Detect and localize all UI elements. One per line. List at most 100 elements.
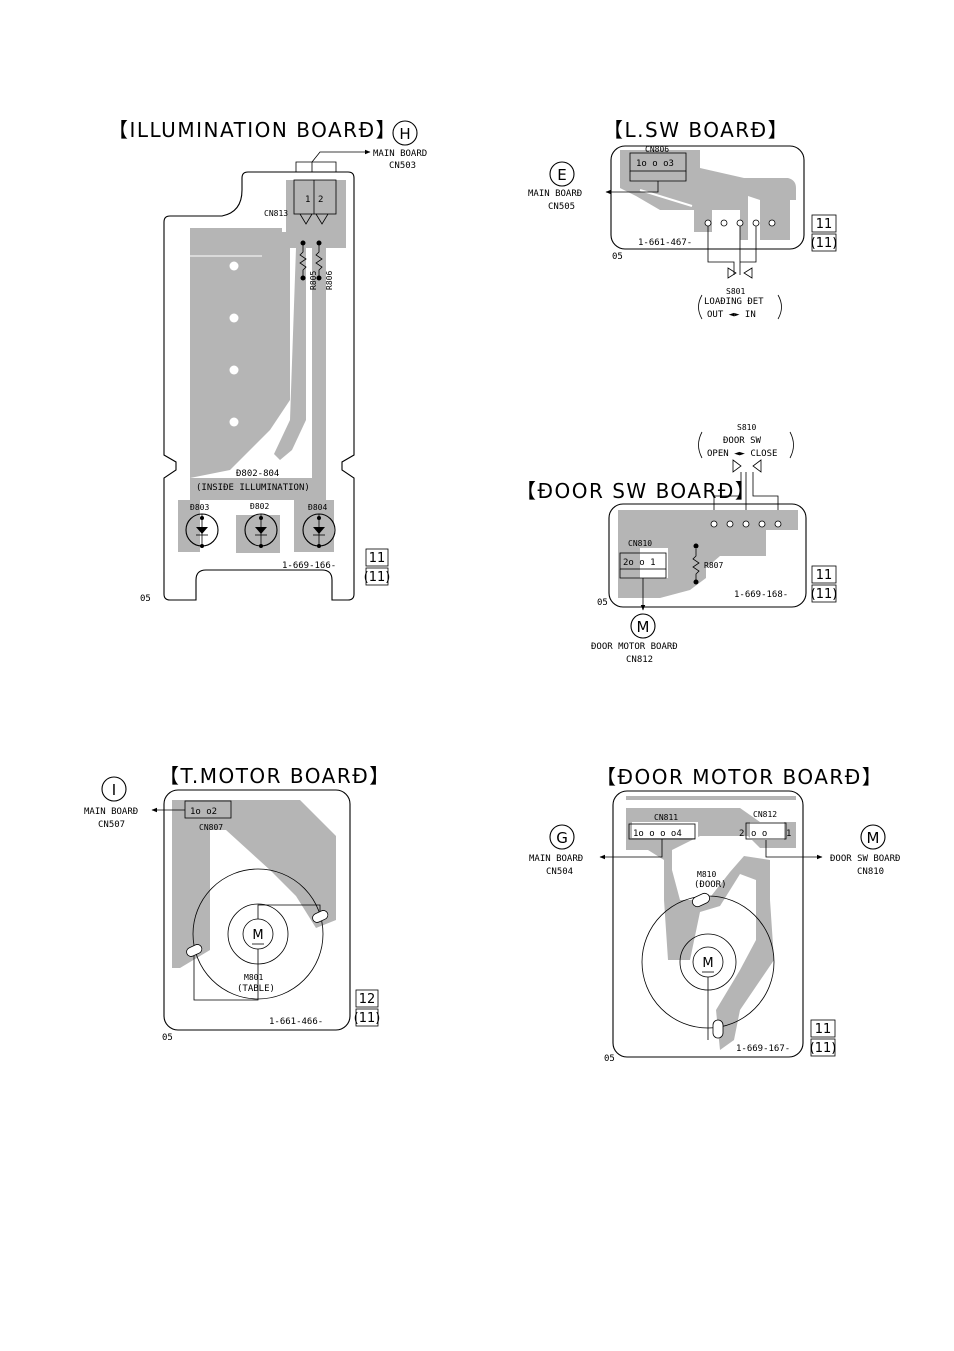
illumination-hole-3: [229, 365, 239, 375]
door-motor-trace-main: [626, 808, 796, 1050]
r807-pad-top: [693, 543, 699, 549]
s801-parens: [698, 294, 782, 320]
door-motor-board-title: 【ÐOOR MOTOR BOARÐ】: [596, 765, 883, 789]
cn812-pad-bg: [750, 822, 784, 840]
illumination-box-bottom-text: (11): [364, 570, 391, 585]
led-group-label: Ð802-804: [236, 469, 279, 479]
m810-symbol: M: [702, 956, 713, 971]
r807-pad-bottom: [693, 579, 699, 585]
r806-resistor: [315, 245, 323, 276]
s801-desc: LOAÐING ÐET: [704, 297, 764, 307]
ref-circle-m-door-sw: [630, 613, 656, 639]
illumination-board-title: 【ILLUMINATION BOARÐ】: [108, 118, 397, 142]
ref-letter-m-door-sw: M: [637, 618, 650, 636]
cn811-pins: 1o o o o4: [633, 829, 682, 839]
cn807-label: CN807: [199, 823, 223, 832]
door-sw-dest-conn: CN812: [626, 655, 653, 665]
led-d802-label: Ð802: [250, 502, 269, 511]
cn811-pad-bg: [632, 822, 698, 838]
m810-pad-top: [691, 892, 711, 908]
tmotor-board-outline: [163, 789, 351, 1031]
ref-letter-i: I: [112, 781, 116, 799]
s801-dir: OUT ◄► IN: [707, 310, 756, 320]
cn806-pins: 1o o o3: [636, 159, 674, 169]
door-motor-board-outline: [612, 790, 804, 1058]
cn812-pin-right: 1: [786, 829, 791, 839]
door-motor-left-board: MAIN BOARÐ: [529, 854, 583, 864]
r806-pad-bottom: [316, 275, 322, 281]
lsw-dest-arrow: [605, 181, 659, 195]
door-motor-box-top-text: 11: [815, 1022, 832, 1037]
r807-resistor: [692, 549, 700, 580]
ref-circle-g: [549, 824, 575, 850]
illumination-trace-r2: [312, 248, 326, 520]
lsw-pad-3: [736, 219, 744, 227]
lsw-part-no: 1-661-467-: [638, 238, 692, 248]
door-sw-trace-pad: [728, 536, 752, 556]
ref-letter-m-door-motor: M: [867, 829, 880, 847]
ref-circle-i: [101, 776, 127, 802]
door-motor-left-conn: CN504: [546, 867, 573, 877]
s801-label: S801: [726, 287, 745, 296]
m801-symbol: M: [252, 928, 263, 943]
lsw-board-title: 【L.SW BOARÐ】: [603, 118, 789, 142]
illumination-board-outline: [163, 171, 355, 601]
led-d803: [185, 513, 219, 548]
m801-label: M801: [244, 973, 263, 982]
tmotor-box-top: [355, 989, 379, 1008]
illumination-box-top: [365, 548, 389, 567]
door-sw-board-title: 【ÐOOR SW BOARÐ】: [516, 479, 756, 503]
m801-lead-bottom: [193, 949, 259, 1001]
tmotor-dest-conn: CN507: [98, 820, 125, 830]
lsw-board-outline: [610, 145, 805, 250]
tmotor-box-bottom-text: (11): [354, 1011, 381, 1026]
lsw-pad-5: [768, 219, 776, 227]
door-sw-box-bottom-text: (11): [811, 587, 838, 602]
illumination-trace-r1: [274, 248, 306, 460]
door-sw-pad-3: [742, 520, 750, 528]
r806-label: R806: [325, 271, 334, 290]
led-group-desc: (INSIÐE ILLUMINATION): [196, 483, 310, 493]
illumination-box-bottom: [365, 567, 389, 586]
cn811-label: CN811: [654, 813, 678, 822]
lsw-board: 【L.SW BOARÐ】 CN806 1o o o3 E MAIN BOARÐ …: [528, 118, 837, 320]
m810-label: M810: [697, 870, 716, 879]
door-sw-trace-cut: [640, 548, 668, 578]
cn806-label: CN806: [645, 145, 669, 154]
lsw-pad-4: [752, 219, 760, 227]
lsw-dest-board: MAIN BOARÐ: [528, 189, 582, 199]
m801-pad-left: [186, 944, 203, 957]
illumination-dest-board: MAIN BOARD: [373, 149, 427, 159]
tmotor-board-title: 【T.MOTOR BOARÐ】: [159, 764, 391, 788]
door-sw-part-no: 1-669-168-: [734, 590, 788, 600]
lsw-trace-pad: [694, 196, 712, 232]
cn807-pins: 1o o2: [190, 807, 217, 817]
lsw-switch-leads: [707, 226, 757, 275]
s810-label: S810: [737, 423, 756, 432]
ref-circle-m-door-motor: [860, 824, 886, 850]
door-motor-right-board: ÐOOR SW BOARÐ: [830, 854, 900, 864]
ref-letter-g: G: [556, 829, 568, 847]
m801-pad-right: [312, 910, 329, 923]
led-d803-label: Ð803: [190, 503, 209, 512]
door-motor-box-top: [810, 1019, 836, 1038]
m810-pad-bottom: [712, 1019, 724, 1039]
tmotor-trace-main: [172, 800, 336, 968]
lsw-box-top-text: 11: [816, 217, 833, 232]
led-d804: [302, 513, 336, 548]
illumination-hole-4: [229, 417, 239, 427]
r805-pad-bottom: [300, 275, 306, 281]
r805-pad-top: [300, 240, 306, 246]
ref-circle-e: [549, 161, 575, 187]
cn812-pins: o o: [751, 829, 767, 839]
illumination-dest-arrow: [311, 149, 371, 172]
door-motor-left-arrow: [599, 839, 663, 860]
illumination-side: 05: [140, 594, 151, 604]
m801-lead-top: [257, 904, 321, 919]
door-motor-board: 【ÐOOR MOTOR BOARÐ】 CN811 1o o o o4 CN812…: [529, 765, 900, 1064]
cn813-pin2: 2: [318, 195, 323, 205]
illumination-hole-1: [229, 261, 239, 271]
cn807-connector: [184, 800, 232, 819]
tmotor-box-bottom: [355, 1008, 379, 1027]
door-sw-pad-1: [710, 520, 718, 528]
